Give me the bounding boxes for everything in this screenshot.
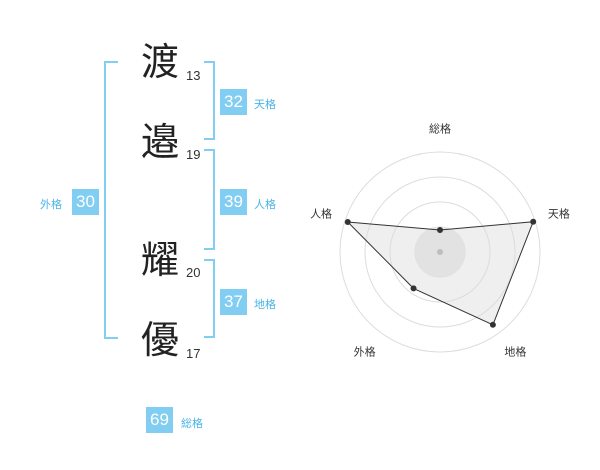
radar-point-3 (489, 321, 496, 328)
radar-axis-label-4: 外格 (354, 344, 376, 358)
stroke-count-2: 19 (186, 147, 201, 162)
name-char-4: 優 (141, 318, 180, 362)
radar-point-2 (530, 218, 537, 225)
name-char-2: 邉 (141, 120, 180, 164)
gaikaku-value: 30 (72, 189, 99, 215)
radar-axis-label-3: 地格 (504, 344, 526, 358)
radar-point-1 (437, 227, 443, 233)
radar-ring-4 (339, 151, 541, 353)
chikaku-bracket (204, 259, 215, 338)
radar-axis-label-2: 天格 (548, 206, 570, 220)
chikaku-label: 地格 (254, 298, 276, 311)
tenkaku-label: 天格 (254, 98, 276, 111)
name-char-1: 渡 (141, 40, 180, 84)
radar-axis-label-1: 総格 (429, 121, 451, 135)
stroke-count-3: 20 (186, 265, 201, 280)
radar-point-5 (344, 219, 351, 226)
jinkaku-bracket (204, 149, 215, 250)
radar-center (437, 249, 443, 255)
jinkaku-value: 39 (220, 189, 247, 215)
gaikaku-label: 外格 (40, 198, 62, 211)
name-char-3: 耀 (141, 238, 180, 282)
radar-axis-label-5: 人格 (310, 206, 332, 220)
radar-ring-3 (364, 176, 516, 328)
stroke-count-4: 17 (186, 346, 201, 361)
gaikaku-bracket (104, 61, 118, 339)
stroke-count-1: 13 (186, 68, 201, 83)
radar-point-4 (410, 285, 417, 292)
soukaku-value: 69 (146, 407, 173, 433)
tenkaku-bracket (204, 61, 215, 140)
tenkaku-value: 32 (220, 89, 247, 115)
radar-polygon (346, 221, 534, 326)
radar-ring-2 (389, 201, 491, 303)
soukaku-label: 総格 (181, 417, 203, 430)
jinkaku-label: 人格 (254, 198, 276, 211)
chikaku-value: 37 (220, 289, 247, 315)
